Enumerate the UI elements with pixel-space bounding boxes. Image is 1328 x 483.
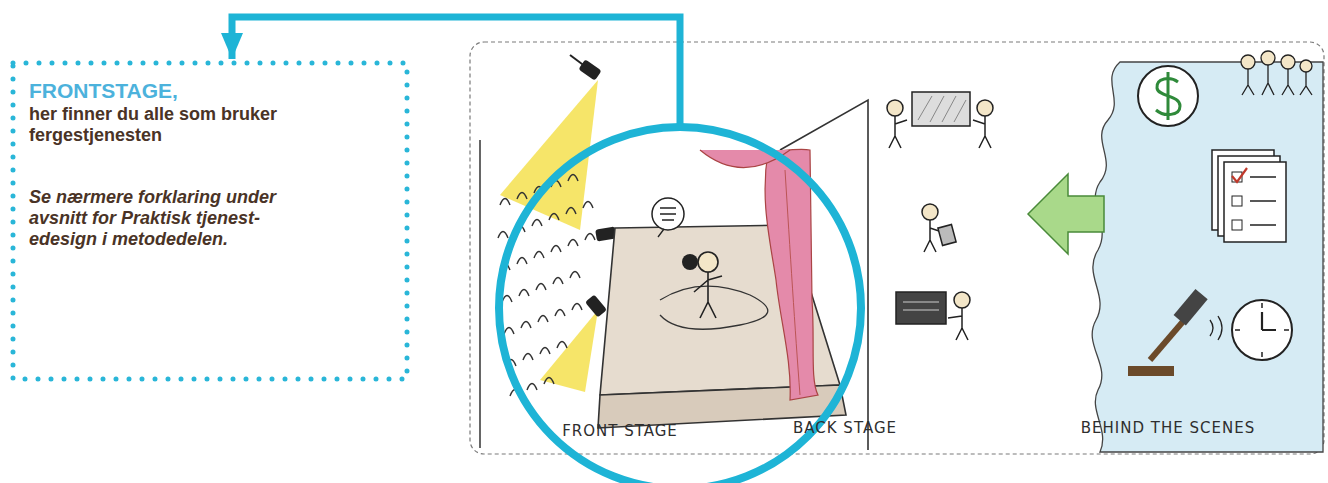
performer-body [694,272,722,318]
illustration-frame [470,42,1324,454]
speech-lines [658,208,676,237]
dollar-symbol [1156,72,1180,120]
gavel-base [1128,366,1174,376]
curtain-fold [785,170,800,395]
person-head [1281,55,1295,69]
stage-mark [660,286,768,329]
note-text: Se nærmere forklaring under avsnitt for … [29,187,319,251]
crew-head [922,204,938,220]
section-label: BEHIND THE SCENES [1081,420,1255,437]
crew-body [973,116,991,148]
clock-icon [1232,300,1292,360]
checklist-icon [1212,150,1286,242]
body-text: her finner du alle som bruker fergestjen… [29,104,319,146]
backstage-crew [887,92,993,340]
clock-ticks [1235,303,1289,357]
sound-lines [1210,316,1222,340]
people-icon [1241,51,1312,95]
screen-hatch [918,96,966,122]
callout-arrow [232,17,680,125]
hammer-handle [1150,318,1186,360]
spotlight-mount [570,55,590,70]
stage-label: FRONT STAGE [550,423,690,440]
crew-body [948,308,968,340]
backdrop-cloud [1092,62,1323,452]
hammer-head [1174,289,1208,325]
person-head [1261,51,1275,65]
crew-head [887,100,903,116]
list-lines [1250,177,1276,225]
info-box: FRONTSTAGE,her finner du alle som bruker… [10,60,410,382]
person-head [1241,55,1255,69]
audience [498,175,595,397]
check-mark [1232,168,1247,182]
performer-mic [682,254,698,270]
laptop-keys [903,302,939,310]
laptop [896,292,946,324]
paper [1224,162,1286,242]
section-heading: FRONTSTAGE, [29,78,319,103]
flow-arrow [1028,174,1104,254]
person-head [1300,60,1312,72]
crew-head [954,292,970,308]
clock-face [1232,300,1292,360]
wall-line [479,140,481,448]
hammer-icon [1128,289,1208,376]
dotted-border [13,63,407,379]
screen [912,92,970,126]
crew-head [977,100,993,116]
performer-head [698,252,718,272]
money-icon [1138,66,1198,126]
tablet [938,224,956,245]
crew-body [889,116,907,148]
clock-hands [1262,312,1276,330]
box-content: FRONTSTAGE,her finner du alle som bruker… [10,60,338,268]
section-label: BACK STAGE [793,420,897,437]
checkbox [1232,220,1242,230]
person-body [1242,65,1312,95]
checkbox [1232,196,1242,206]
spotlight [585,294,607,317]
